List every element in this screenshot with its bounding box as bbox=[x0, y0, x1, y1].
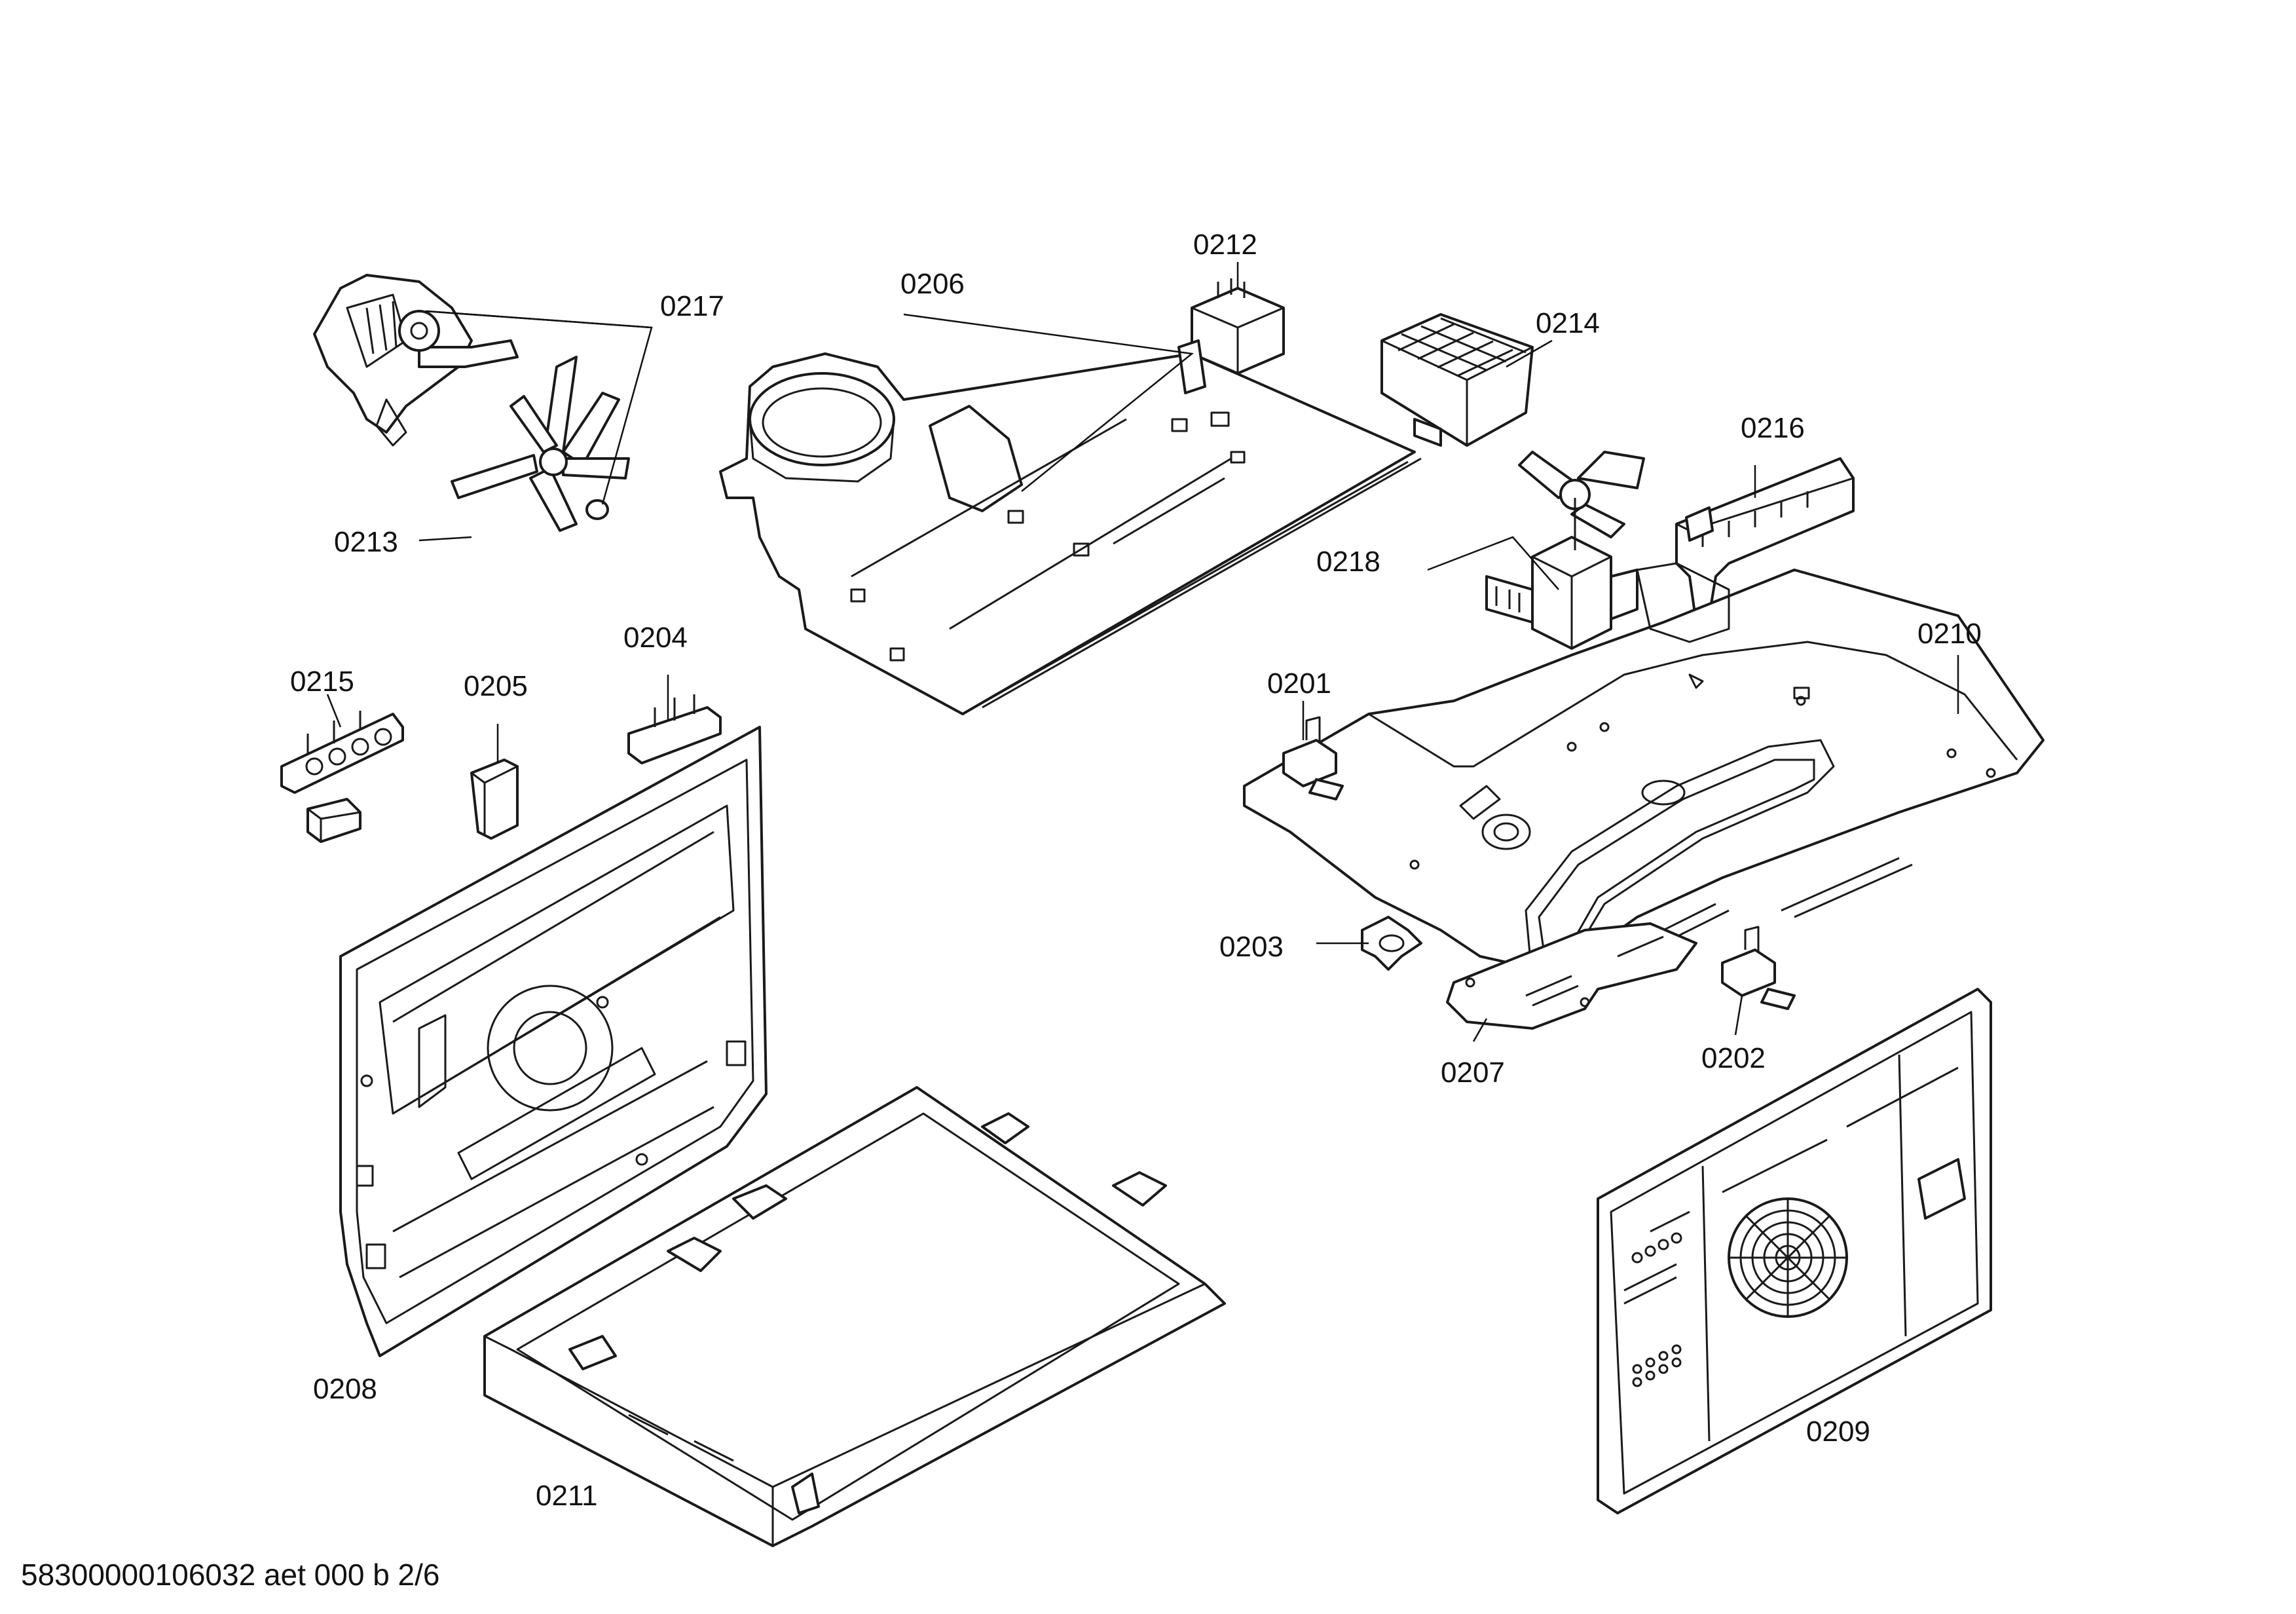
callout-0205: 0205 bbox=[464, 670, 528, 702]
rear-panel bbox=[339, 726, 768, 1357]
callout-0203: 0203 bbox=[1219, 931, 1284, 963]
cooling-fan-motor bbox=[1485, 451, 1645, 650]
bottom-tray bbox=[483, 1086, 1226, 1547]
callout-0213: 0213 bbox=[334, 526, 398, 558]
air-guide-plate bbox=[1446, 922, 1697, 1030]
callout-0211: 0211 bbox=[536, 1480, 598, 1512]
fan-bracket bbox=[1361, 916, 1422, 971]
callout-0207: 0207 bbox=[1441, 1057, 1505, 1089]
document-code: 58300000106032 aet 000 b 2/6 bbox=[21, 1558, 440, 1592]
thermostat-switch-bottom bbox=[1721, 926, 1796, 1010]
front-fan-panel bbox=[1597, 988, 1992, 1514]
fan-blade bbox=[451, 356, 630, 532]
callout-0210: 0210 bbox=[1917, 618, 1982, 650]
leader-lines bbox=[326, 262, 1959, 1042]
callout-0208: 0208 bbox=[313, 1373, 377, 1405]
callout-0204: 0204 bbox=[623, 622, 688, 654]
callout-0215: 0215 bbox=[290, 666, 354, 698]
callout-0214: 0214 bbox=[1536, 307, 1600, 339]
terminal-clip bbox=[306, 798, 361, 843]
callout-0202: 0202 bbox=[1701, 1042, 1766, 1074]
heat-sink bbox=[1380, 313, 1534, 447]
terminal-strip bbox=[1675, 457, 1855, 624]
callout-0218: 0218 bbox=[1316, 546, 1380, 578]
terminal-block bbox=[280, 711, 404, 794]
callout-0209: 0209 bbox=[1806, 1416, 1870, 1448]
callout-0201: 0201 bbox=[1267, 667, 1331, 700]
top-cover-plate bbox=[719, 352, 1422, 715]
callout-0216: 0216 bbox=[1741, 412, 1805, 444]
thermostat-switch-top bbox=[1282, 716, 1344, 800]
callout-0212: 0212 bbox=[1193, 229, 1257, 261]
fan-motor-assembly bbox=[313, 274, 519, 447]
callout-0206: 0206 bbox=[900, 268, 965, 300]
callout-labels: 0217 0213 0206 0212 0214 0216 0218 0210 … bbox=[290, 229, 1982, 1512]
switch-bracket bbox=[470, 759, 519, 840]
connector bbox=[627, 694, 722, 764]
callout-0217: 0217 bbox=[660, 290, 724, 322]
